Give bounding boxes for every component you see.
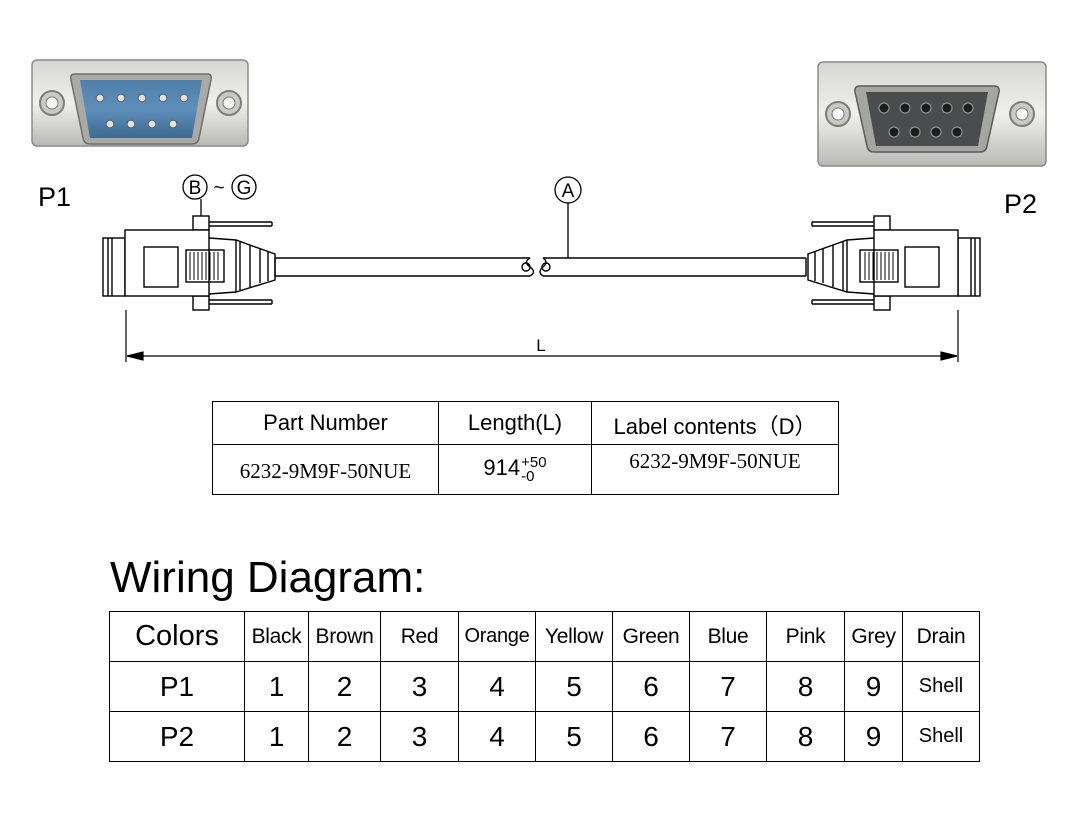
- wiring-table: Colors Black Brown Red Orange Yellow Gre…: [109, 611, 980, 762]
- wiring-diagram-title: Wiring Diagram:: [110, 553, 426, 602]
- color-yellow: Yellow: [535, 611, 613, 662]
- db9-male-connector-photo: [31, 59, 249, 147]
- length-tolerance: +50-0: [521, 454, 547, 486]
- p2-pin: 2: [308, 711, 381, 762]
- color-black: Black: [244, 611, 309, 662]
- color-brown: Brown: [308, 611, 381, 662]
- color-red: Red: [380, 611, 459, 662]
- spec-label-contents: 6232-9M9F-50NUE: [591, 444, 839, 495]
- p2-pin: 7: [689, 711, 767, 762]
- p2-pin: 4: [458, 711, 536, 762]
- length-tol-plus: +50: [521, 454, 547, 472]
- length-tol-minus: -0: [521, 468, 535, 486]
- callout-g-letter: G: [237, 178, 252, 199]
- color-drain: Drain: [902, 611, 980, 662]
- p1-pin: 7: [689, 661, 767, 712]
- spec-length: 914+50-0: [438, 444, 592, 495]
- p2-row-label: P2: [109, 711, 245, 762]
- cable-drawing: B ~ G A L: [31, 59, 1047, 362]
- p1-pin: 5: [535, 661, 613, 712]
- p1-pin: 3: [380, 661, 459, 712]
- p2-label: P2: [1004, 189, 1038, 219]
- spec-table: Part Number Length(L) Label contents（D） …: [212, 401, 839, 495]
- p1-pin: 9: [844, 661, 903, 712]
- p2-connector-drawing: [807, 215, 981, 311]
- colors-label: Colors: [109, 611, 245, 662]
- callout-tilde: ~: [213, 178, 224, 199]
- length-value: 914: [483, 454, 521, 480]
- p2-pin: 6: [612, 711, 690, 762]
- callout-b-g: [182, 174, 257, 216]
- length-label: L: [536, 336, 545, 355]
- callout-a: [554, 176, 582, 258]
- callout-a-letter: A: [562, 181, 575, 202]
- spec-header-part-number: Part Number: [212, 401, 439, 445]
- color-grey: Grey: [844, 611, 903, 662]
- db9-female-connector-photo: [817, 61, 1047, 167]
- p2-pin: 3: [380, 711, 459, 762]
- p1-pin: 2: [308, 661, 381, 712]
- p2-pin: 8: [766, 711, 845, 762]
- p2-pin: 1: [244, 711, 309, 762]
- cable-body: [274, 257, 807, 277]
- p1-pin: 1: [244, 661, 309, 712]
- color-green: Green: [612, 611, 690, 662]
- p1-pin: 4: [458, 661, 536, 712]
- wiring-p2-row: P2 1 2 3 4 5 6 7 8 9 Shell: [109, 711, 980, 762]
- length-dimension: [125, 310, 959, 362]
- p1-connector-drawing: [102, 215, 276, 311]
- color-pink: Pink: [766, 611, 845, 662]
- spec-part-number: 6232-9M9F-50NUE: [212, 444, 439, 495]
- wiring-colors-row: Colors Black Brown Red Orange Yellow Gre…: [109, 611, 980, 662]
- p2-pin-shell: Shell: [902, 711, 980, 762]
- p1-row-label: P1: [109, 661, 245, 712]
- color-blue: Blue: [689, 611, 767, 662]
- spec-header-label-contents: Label contents（D）: [591, 401, 839, 445]
- p1-label: P1: [38, 182, 72, 212]
- wiring-p1-row: P1 1 2 3 4 5 6 7 8 9 Shell: [109, 661, 980, 712]
- color-orange: Orange: [458, 611, 536, 662]
- p2-pin: 5: [535, 711, 613, 762]
- p1-pin: 6: [612, 661, 690, 712]
- p1-pin: 8: [766, 661, 845, 712]
- p1-pin-shell: Shell: [902, 661, 980, 712]
- spec-header-length: Length(L): [438, 401, 592, 445]
- p2-pin: 9: [844, 711, 903, 762]
- callout-b-letter: B: [189, 178, 202, 199]
